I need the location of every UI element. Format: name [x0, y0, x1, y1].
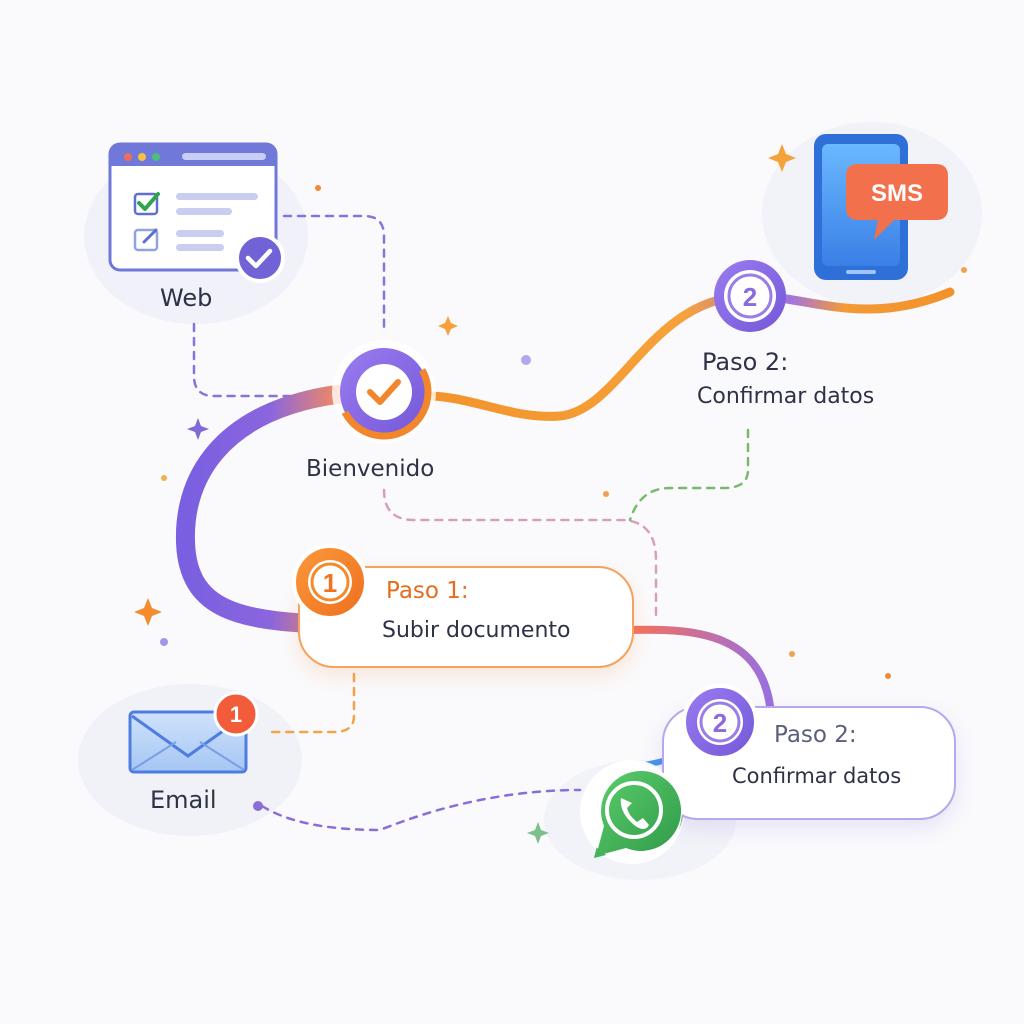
- step2-bottom-title: Paso 2:: [774, 722, 857, 748]
- email-badge-count: 1: [230, 702, 242, 727]
- step2-top-number: 2: [743, 282, 757, 312]
- email-label: Email: [150, 786, 217, 814]
- sparkles: [134, 144, 967, 844]
- web-label: Web: [160, 284, 213, 312]
- step2-top-subtitle: Confirmar datos: [697, 384, 875, 409]
- sms-bubble-icon: SMS: [846, 164, 948, 240]
- step1-subtitle: Subir documento: [382, 618, 571, 643]
- dashed-connectors: [192, 214, 750, 832]
- web-check-badge-icon: [235, 233, 285, 283]
- sms-label: SMS: [871, 180, 923, 207]
- email-envelope-icon: [128, 710, 248, 774]
- step1-title: Paso 1:: [386, 578, 469, 604]
- step2-bottom-subtitle: Confirmar datos: [732, 764, 902, 788]
- flow-lines: [175, 287, 955, 773]
- step2-top-title: Paso 2:: [702, 348, 789, 376]
- email-notification-badge: 1: [213, 691, 259, 737]
- welcome-node-icon: [332, 340, 436, 444]
- step2-top-node: 2: [714, 260, 786, 332]
- web-browser-icon: [108, 142, 278, 272]
- welcome-label: Bienvenido: [306, 456, 435, 482]
